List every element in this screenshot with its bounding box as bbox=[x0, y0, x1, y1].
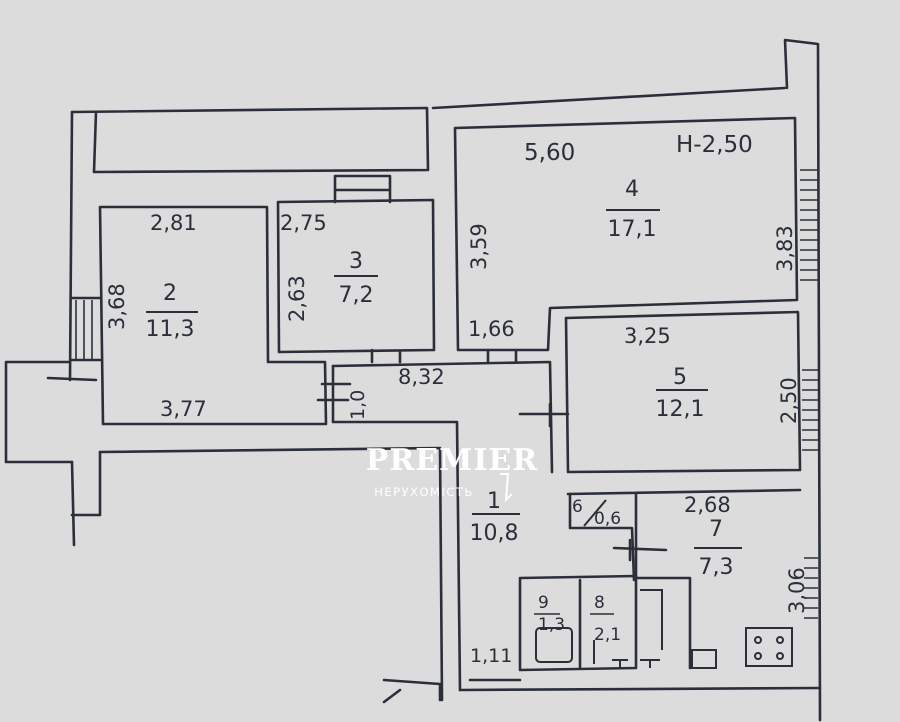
bathroom-walls bbox=[518, 574, 638, 672]
room-4-inner-height: 3,59 bbox=[467, 223, 491, 270]
room-7-walls bbox=[634, 492, 692, 670]
room-8-number: 8 bbox=[594, 593, 605, 613]
room-2-walls bbox=[98, 205, 328, 426]
fixtures bbox=[535, 589, 793, 669]
room-5-area: 12,1 bbox=[656, 397, 705, 422]
room-6-fraction-bar bbox=[583, 499, 607, 527]
room-3-area: 7,2 bbox=[339, 283, 374, 308]
room-2-height: 3,68 bbox=[105, 283, 129, 330]
room-7-width: 2,68 bbox=[684, 493, 731, 517]
room-6-number: 6 bbox=[572, 497, 583, 517]
kitchen-sink-icon bbox=[691, 649, 717, 669]
room-2-width-top: 2,81 bbox=[150, 211, 197, 235]
room-4-height: 3,83 bbox=[773, 225, 797, 272]
ceiling-height: H-2,50 bbox=[676, 132, 753, 158]
balcony bbox=[4, 360, 74, 464]
room-5-width: 3,25 bbox=[624, 324, 671, 348]
room-5-number: 5 bbox=[673, 365, 687, 390]
room-9-number: 9 bbox=[538, 593, 549, 613]
room-6-area: 0,6 bbox=[594, 509, 621, 529]
watermark-logo-icon bbox=[500, 473, 513, 503]
corridor-lower-width: 1,11 bbox=[470, 645, 512, 667]
right-outer-wall bbox=[783, 38, 822, 722]
room-1-area: 10,8 bbox=[470, 521, 519, 546]
room-3-height: 2,63 bbox=[285, 275, 309, 322]
room-4-width: 5,60 bbox=[524, 140, 575, 166]
room-5-walls bbox=[564, 310, 802, 474]
watermark: PREMIER НЕРУХОМІСТЬ bbox=[366, 443, 538, 503]
toilet-icon bbox=[535, 627, 573, 663]
room-1-number: 1 bbox=[487, 489, 501, 514]
corridor-left bbox=[331, 364, 462, 692]
room-7-height: 3,06 bbox=[785, 567, 809, 614]
sink-icon bbox=[593, 640, 628, 668]
corridor-width: 1,0 bbox=[347, 390, 369, 420]
windows bbox=[75, 169, 818, 619]
room-4-inner-width: 1,66 bbox=[468, 317, 515, 341]
room-2-width-bottom: 3,77 bbox=[160, 397, 207, 421]
corridor-top bbox=[331, 360, 554, 474]
room-8-area: 2,1 bbox=[594, 625, 621, 645]
walls bbox=[4, 38, 822, 722]
top-wall bbox=[70, 106, 430, 174]
room-4-walls bbox=[453, 116, 799, 352]
room-4-number: 4 bbox=[625, 177, 639, 202]
room-7-number: 7 bbox=[709, 517, 723, 542]
corridor-length: 8,32 bbox=[398, 365, 445, 389]
left-outer-wall bbox=[68, 110, 74, 382]
watermark-brand: PREMIER bbox=[366, 443, 538, 478]
room-3-width: 2,75 bbox=[280, 211, 327, 235]
bathtub-icon bbox=[640, 589, 663, 650]
room-2-number: 2 bbox=[163, 281, 177, 306]
watermark-subtitle: НЕРУХОМІСТЬ bbox=[374, 485, 474, 499]
room-3-number: 3 bbox=[349, 249, 363, 274]
room-3-walls bbox=[276, 198, 436, 354]
room-4-area: 17,1 bbox=[608, 217, 657, 242]
room-6-walls bbox=[568, 492, 636, 582]
room-5-height: 2,50 bbox=[777, 377, 801, 424]
stove-icon bbox=[745, 627, 793, 667]
room-2-area: 11,3 bbox=[146, 317, 195, 342]
room-9-area: 1,3 bbox=[538, 615, 565, 635]
stair bbox=[333, 174, 392, 204]
room-7-area: 7,3 bbox=[699, 555, 734, 580]
